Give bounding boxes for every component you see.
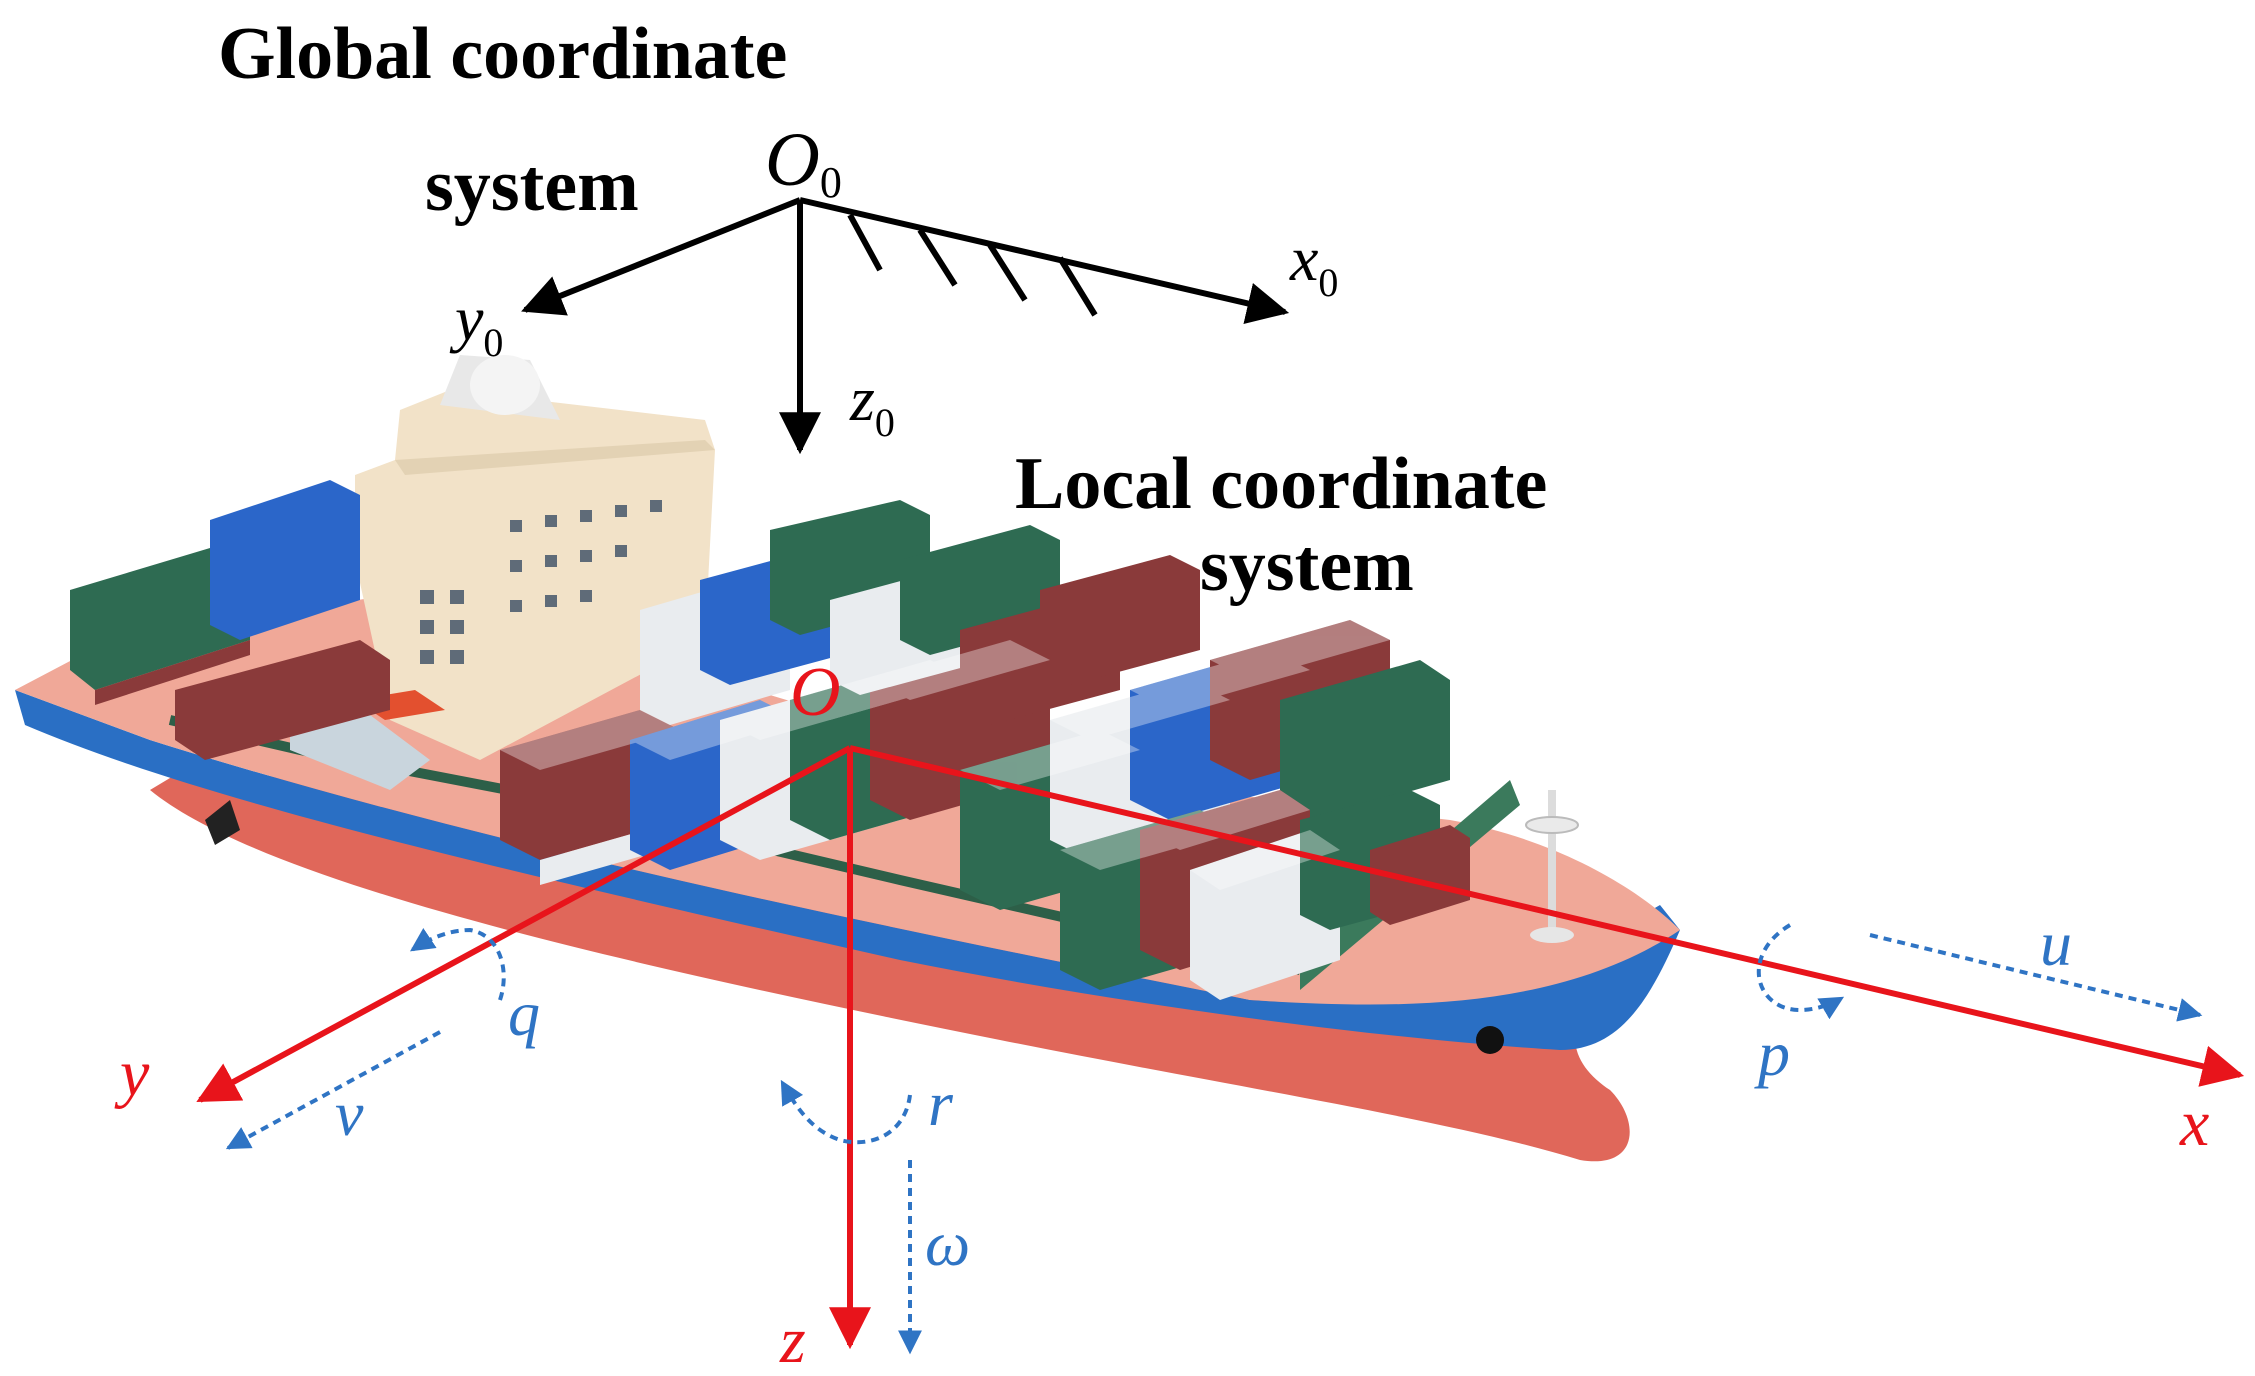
ship-hull-band bbox=[15, 690, 1680, 1050]
local-z-label: z bbox=[779, 1304, 806, 1376]
motion-components bbox=[225, 923, 2203, 1355]
surge-label: u bbox=[2040, 908, 2072, 979]
global-coordinate-system: Global coordinate system O0 x0 y0 z0 bbox=[218, 13, 1338, 455]
propeller-icon bbox=[205, 800, 240, 845]
sway-arrow bbox=[225, 1030, 441, 1150]
local-title-line1: Local coordinate bbox=[1015, 443, 1547, 525]
local-title-line2: system bbox=[1200, 525, 1414, 607]
yaw-label: r bbox=[928, 1068, 954, 1139]
global-x-label: x0 bbox=[1289, 223, 1338, 305]
global-y-axis bbox=[521, 197, 802, 316]
roll-label: p bbox=[1754, 1018, 1790, 1089]
global-origin-label: O0 bbox=[765, 118, 842, 207]
local-origin-label: O bbox=[790, 654, 841, 731]
local-y-axis bbox=[196, 745, 852, 1103]
fixed-ground-hatching-icon bbox=[847, 213, 1098, 317]
motion-labels: u v ω p q r bbox=[335, 908, 2072, 1279]
global-z-label: z0 bbox=[849, 363, 895, 445]
surge-arrow bbox=[1869, 933, 2203, 1022]
anchor-icon bbox=[1476, 1026, 1504, 1054]
pitch-arrow bbox=[410, 927, 506, 1001]
container-ship-icon bbox=[15, 355, 1680, 1162]
global-y-label: y0 bbox=[449, 283, 503, 365]
local-y-label: y bbox=[114, 1037, 150, 1110]
local-x-axis bbox=[849, 745, 2245, 1087]
heave-label: ω bbox=[925, 1208, 970, 1279]
sway-label: v bbox=[335, 1078, 364, 1149]
yaw-arrow bbox=[780, 1079, 912, 1145]
container-stacks bbox=[70, 480, 1470, 1000]
global-x-axis bbox=[799, 197, 1290, 324]
global-title-line2: system bbox=[425, 145, 639, 227]
local-x-label: x bbox=[2179, 1087, 2209, 1160]
global-title-line1: Global coordinate bbox=[218, 13, 787, 95]
pitch-label: q bbox=[508, 978, 540, 1049]
bow-mast-icon bbox=[1525, 790, 1579, 943]
local-coordinate-system: Local coordinate system O x y z bbox=[114, 443, 2245, 1376]
